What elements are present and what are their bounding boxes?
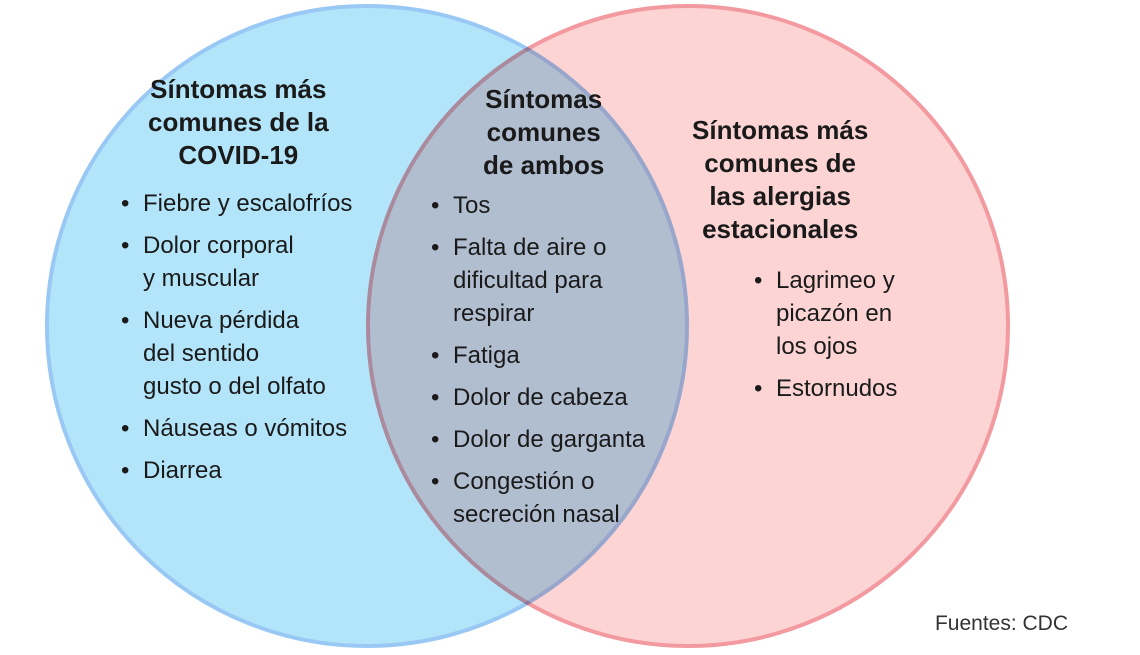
shared-heading: Síntomas comunes de ambos (483, 84, 605, 180)
covid-symptom-list: Fiebre y escalofríosDolor corporal y mus… (121, 187, 352, 496)
covid-symptom-item: Dolor corporal y muscular (121, 229, 352, 295)
allergies-symptom-item: Estornudos (754, 372, 897, 405)
shared-symptom-item: Dolor de cabeza (431, 381, 645, 414)
shared-symptom-item: Tos (431, 189, 645, 222)
source-note: Fuentes: CDC (934, 612, 1068, 635)
allergies-symptom-item: Lagrimeo y picazón en los ojos (754, 264, 897, 363)
shared-symptom-item: Dolor de garganta (431, 423, 645, 456)
shared-symptom-item: Congestión o secreción nasal (431, 465, 645, 531)
covid-heading: Síntomas más comunes de la COVID-19 (148, 74, 329, 170)
covid-symptom-item: Nueva pérdida del sentido gusto o del ol… (121, 304, 352, 403)
shared-symptom-item: Falta de aire o dificultad para respirar (431, 231, 645, 330)
shared-symptom-list: TosFalta de aire o dificultad para respi… (431, 189, 645, 540)
allergies-heading: Síntomas más comunes de las alergias est… (692, 115, 869, 244)
allergies-symptom-list: Lagrimeo y picazón en los ojosEstornudos (754, 264, 897, 414)
covid-symptom-item: Náuseas o vómitos (121, 412, 352, 445)
covid-symptom-item: Diarrea (121, 454, 352, 487)
covid-symptom-item: Fiebre y escalofríos (121, 187, 352, 220)
shared-symptom-item: Fatiga (431, 339, 645, 372)
